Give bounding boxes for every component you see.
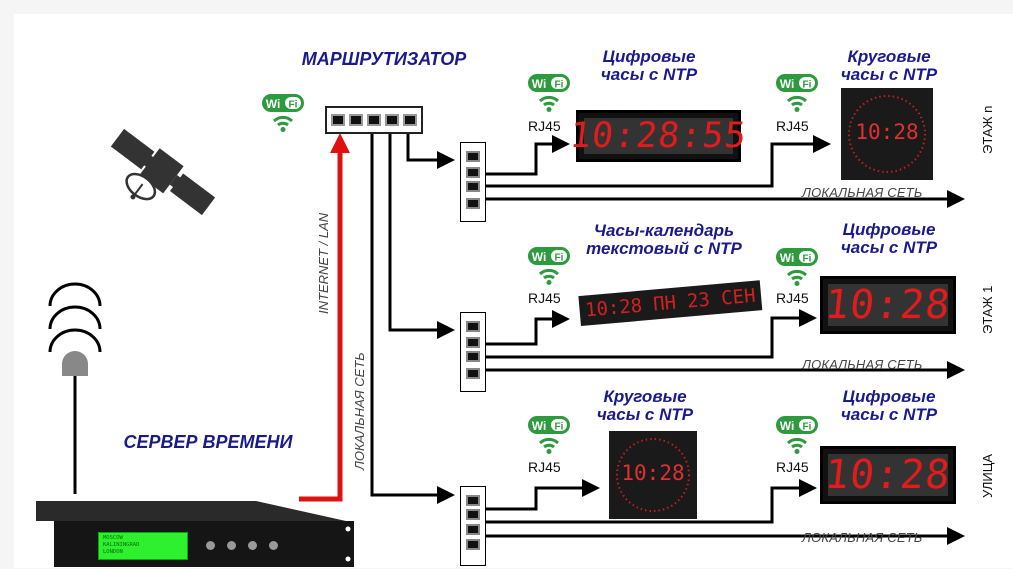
router-port [385,114,399,126]
wifi-icon: Wi Fi [774,244,820,290]
switch-port [466,495,480,506]
server-lcd: MOSCOW KALININGRAD LONDON [98,532,188,560]
floor-label: УЛИЦА [980,454,995,498]
router-port [331,114,345,126]
round-clock-dots [848,95,926,173]
floor-1-switch [460,312,486,392]
router-port [367,114,381,126]
lcd-line: LONDON [103,549,123,555]
floor-n-switch [460,142,486,222]
wifi-icon: Wi Fi [260,90,306,136]
round-clock-dots [616,438,690,512]
server-button[interactable] [248,541,257,550]
local-network-vertical-label: ЛОКАЛЬНАЯ СЕТЬ [352,352,367,470]
svg-text:Wi: Wi [780,419,795,433]
round-clock: 10:28 [609,431,697,519]
digital-clock: 10:28 [820,276,956,334]
local-network-label: ЛОКАЛЬНАЯ СЕТЬ [802,530,923,545]
round-clock: 10:28 [841,88,933,180]
svg-text:Fi: Fi [803,254,812,265]
svg-text:Fi: Fi [289,100,298,111]
switch-port [466,198,480,209]
switch-port [466,337,480,348]
floor-label: ЭТАЖ 1 [980,285,995,334]
svg-text:Wi: Wi [780,77,795,91]
wifi-icon: Wi Fi [774,412,820,458]
svg-text:Fi: Fi [555,422,564,433]
switch-port [466,351,480,362]
lcd-line: KALININGRAD [103,542,140,548]
floor-label: ЭТАЖ n [980,105,995,154]
server-button[interactable] [269,541,278,550]
router-port [349,114,363,126]
svg-text:Fi: Fi [803,80,812,91]
switch-port [466,539,480,550]
router-port [403,114,417,126]
svg-text:Fi: Fi [555,253,564,264]
router-to-street [370,120,455,504]
svg-text:Wi: Wi [780,251,795,265]
satellite-icon [110,128,216,216]
digital-clock: 10:28 [820,446,956,504]
rj45-label: RJ45 [528,459,561,475]
svg-text:Wi: Wi [266,97,281,111]
local-network-label: ЛОКАЛЬНАЯ СЕТЬ [802,357,923,372]
lcd-line: MOSCOW [103,535,123,541]
svg-text:Fi: Fi [803,422,812,433]
server-title: СЕРВЕР ВРЕМЕНИ [123,432,293,452]
wiring [48,120,965,545]
gps-antenna-icon [48,282,102,494]
router [325,106,423,134]
wifi-icon: Wi Fi [526,243,572,289]
street-switch [460,486,486,566]
rj45-label: RJ45 [528,118,561,134]
server-button[interactable] [206,541,215,550]
svg-text:Wi: Wi [532,250,547,264]
rj45-label: RJ45 [776,290,809,306]
wifi-icon: Wi Fi [526,70,572,116]
wifi-icon: Wi Fi [774,70,820,116]
router-to-floor-1 [388,120,455,339]
switch-port [466,167,480,178]
switch-port [466,524,480,535]
router-title: МАРШРУТИЗАТОР [301,49,467,69]
network-diagram: МАРШРУТИЗАТОР Wi Fi INTERNET / LAN ЛОКАЛ… [14,14,1013,568]
switch-port [466,181,480,192]
internet-lan-label: INTERNET / LAN [316,212,331,314]
switch-port [466,509,480,520]
rj45-label: RJ45 [528,290,561,306]
digital-clock: 10:28:55 [568,110,749,162]
svg-text:Wi: Wi [532,77,547,91]
rj45-label: RJ45 [776,118,809,134]
switch-port [466,368,480,379]
time-server: MOSCOW KALININGRAD LONDON [36,499,366,569]
svg-text:Wi: Wi [532,419,547,433]
server-button[interactable] [227,541,236,550]
svg-text:Fi: Fi [555,80,564,91]
switch-port [466,321,480,332]
local-network-label: ЛОКАЛЬНАЯ СЕТЬ [802,185,923,200]
internet-uplink [299,133,350,502]
rj45-label: RJ45 [776,459,809,475]
wifi-icon: Wi Fi [526,412,572,458]
switch-port [466,151,480,162]
